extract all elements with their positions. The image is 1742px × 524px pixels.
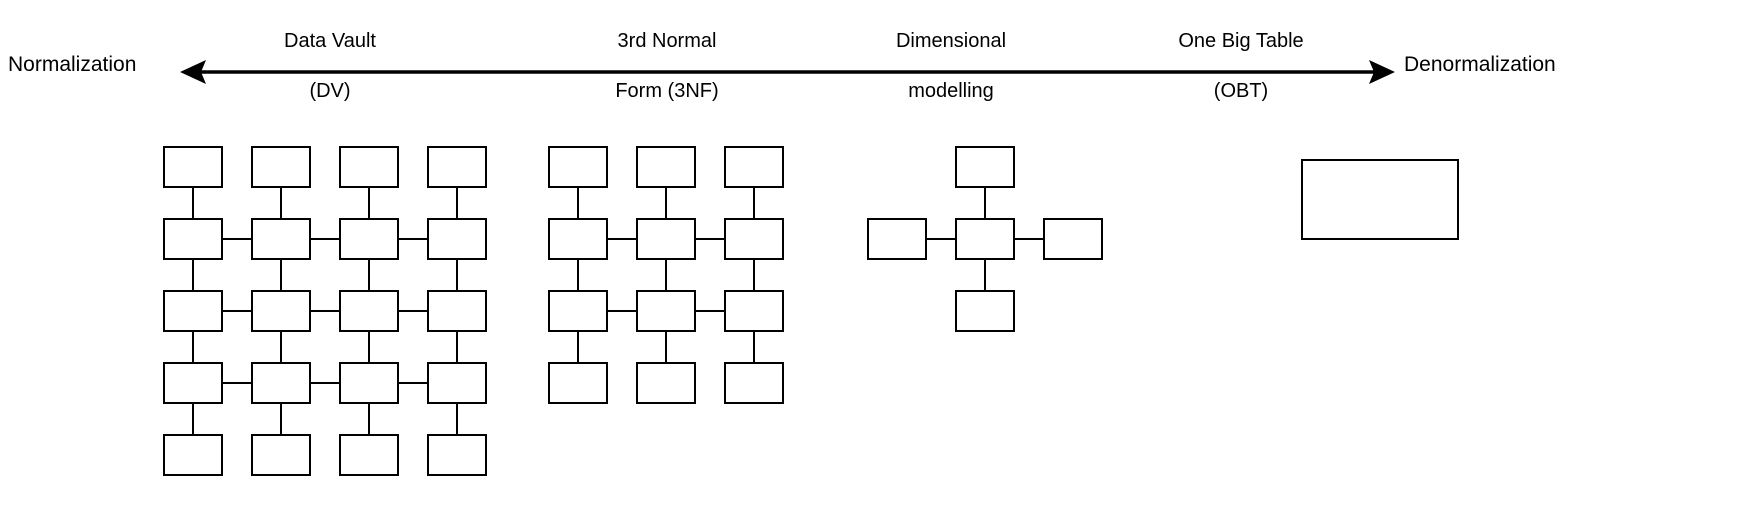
connector-line-vertical — [279, 260, 283, 290]
connector-line-horizontal — [608, 309, 636, 313]
connector-line-vertical — [576, 260, 580, 290]
stage-label-line2: (OBT) — [1213, 80, 1269, 102]
stage-label-line1: Dimensional — [895, 30, 1007, 52]
connector-line-vertical — [367, 260, 371, 290]
double-headed-arrow-icon — [180, 60, 1395, 84]
connector-line-vertical — [191, 188, 195, 218]
connector-line-vertical — [367, 188, 371, 218]
connector-line-vertical — [367, 332, 371, 362]
table-node[interactable] — [163, 434, 223, 476]
table-node[interactable] — [251, 290, 311, 332]
connector-line-vertical — [455, 332, 459, 362]
table-node[interactable] — [251, 434, 311, 476]
table-node[interactable] — [636, 146, 696, 188]
stage-label-line1: One Big Table — [1178, 30, 1304, 52]
table-node[interactable] — [163, 218, 223, 260]
table-node[interactable] — [427, 146, 487, 188]
connector-line-vertical — [455, 188, 459, 218]
table-node[interactable] — [427, 434, 487, 476]
table-node[interactable] — [251, 362, 311, 404]
connector-line-horizontal — [399, 381, 427, 385]
table-node[interactable] — [548, 146, 608, 188]
connector-line-vertical — [576, 332, 580, 362]
connector-line-vertical — [983, 260, 987, 290]
stage-label-line2: modelling — [908, 80, 994, 102]
connector-line-vertical — [752, 332, 756, 362]
connector-line-vertical — [191, 332, 195, 362]
table-node[interactable] — [339, 290, 399, 332]
table-node[interactable] — [427, 218, 487, 260]
connector-line-horizontal — [223, 381, 251, 385]
table-node[interactable] — [636, 362, 696, 404]
table-node[interactable] — [548, 218, 608, 260]
connector-line-horizontal — [696, 237, 724, 241]
connector-line-horizontal — [696, 309, 724, 313]
table-node[interactable] — [636, 218, 696, 260]
stage-label-line2: Form (3NF) — [615, 80, 719, 102]
table-node[interactable] — [724, 218, 784, 260]
connector-line-horizontal — [223, 309, 251, 313]
connector-line-vertical — [279, 332, 283, 362]
connector-line-vertical — [279, 188, 283, 218]
connector-line-horizontal — [311, 309, 339, 313]
connector-line-horizontal — [399, 309, 427, 313]
dimension-node-left[interactable] — [867, 218, 927, 260]
connector-line-vertical — [455, 404, 459, 434]
stage-label-line2: (DV) — [309, 80, 351, 102]
table-node[interactable] — [427, 362, 487, 404]
fact-node-center[interactable] — [955, 218, 1015, 260]
table-node[interactable] — [339, 362, 399, 404]
connector-line-vertical — [664, 332, 668, 362]
connector-line-vertical — [191, 404, 195, 434]
table-node[interactable] — [339, 146, 399, 188]
connector-line-vertical — [367, 404, 371, 434]
connector-line-horizontal — [1015, 237, 1043, 241]
connector-line-horizontal — [927, 237, 955, 241]
stage-label-dimensional-modelling: Dimensional modelling — [851, 4, 1051, 129]
axis-label-normalization: Normalization — [8, 53, 137, 76]
table-node[interactable] — [548, 362, 608, 404]
connector-line-horizontal — [311, 237, 339, 241]
connector-line-vertical — [752, 260, 756, 290]
connector-line-vertical — [752, 188, 756, 218]
axis-label-denormalization: Denormalization — [1404, 53, 1556, 76]
connector-line-horizontal — [311, 381, 339, 385]
stage-label-line1: 3rd Normal — [617, 30, 717, 52]
connector-line-vertical — [576, 188, 580, 218]
table-node[interactable] — [339, 218, 399, 260]
table-node[interactable] — [163, 146, 223, 188]
connector-line-horizontal — [399, 237, 427, 241]
stage-label-one-big-table: One Big Table (OBT) — [1141, 4, 1341, 129]
table-node[interactable] — [251, 146, 311, 188]
connector-line-vertical — [279, 404, 283, 434]
dimension-node-top[interactable] — [955, 146, 1015, 188]
one-big-table-node[interactable] — [1301, 159, 1459, 240]
connector-line-horizontal — [223, 237, 251, 241]
table-node[interactable] — [163, 362, 223, 404]
table-node[interactable] — [163, 290, 223, 332]
connector-line-vertical — [983, 188, 987, 218]
stage-label-line1: Data Vault — [284, 30, 376, 52]
dimension-node-bottom[interactable] — [955, 290, 1015, 332]
connector-line-horizontal — [608, 237, 636, 241]
connector-line-vertical — [455, 260, 459, 290]
table-node[interactable] — [724, 290, 784, 332]
stage-label-3nf: 3rd Normal Form (3NF) — [567, 4, 767, 129]
connector-line-vertical — [664, 260, 668, 290]
table-node[interactable] — [339, 434, 399, 476]
connector-line-vertical — [191, 260, 195, 290]
connector-line-vertical — [664, 188, 668, 218]
table-node[interactable] — [636, 290, 696, 332]
table-node[interactable] — [548, 290, 608, 332]
table-node[interactable] — [251, 218, 311, 260]
table-node[interactable] — [427, 290, 487, 332]
table-node[interactable] — [724, 146, 784, 188]
dimension-node-right[interactable] — [1043, 218, 1103, 260]
stage-label-data-vault: Data Vault (DV) — [230, 4, 430, 129]
table-node[interactable] — [724, 362, 784, 404]
